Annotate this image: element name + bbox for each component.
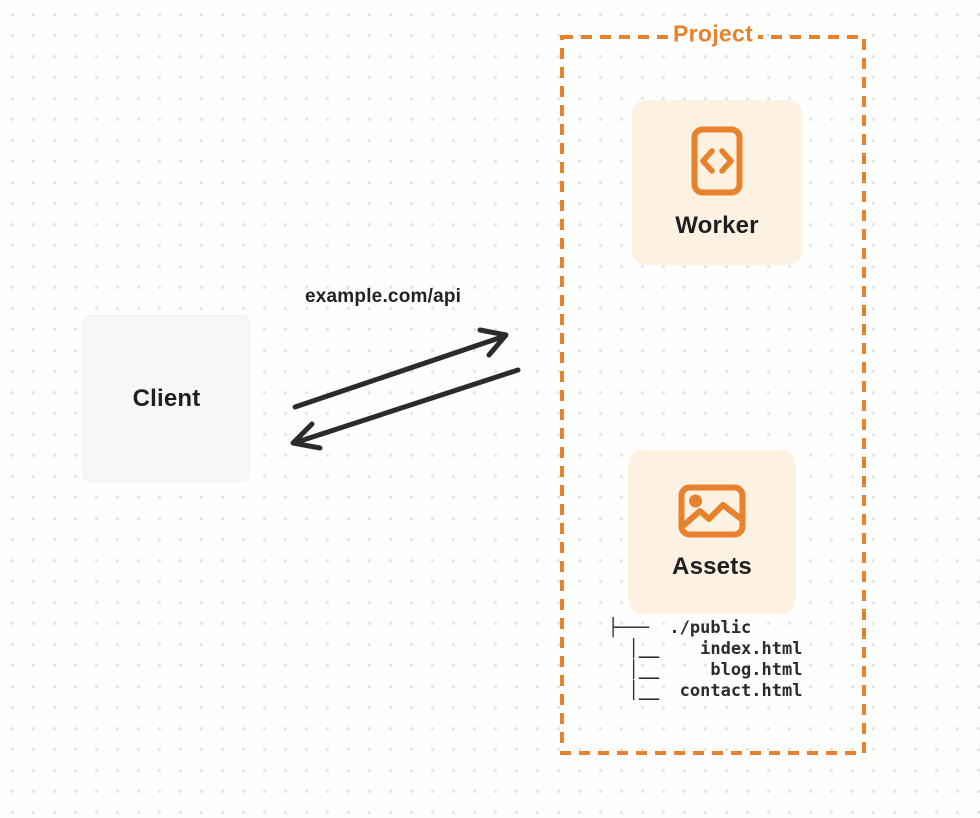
- assets-file-tree: ├─── ./public │__ index.html │__ blog.ht…: [608, 618, 802, 702]
- assets-label: Assets: [672, 552, 752, 580]
- client-label: Client: [132, 384, 201, 412]
- project-label: Project: [667, 20, 759, 48]
- file-tree-line: ├─── ./public: [608, 618, 752, 638]
- client-node: Client: [83, 315, 250, 482]
- image-icon: [678, 484, 746, 537]
- file-tree-line: │__ index.html: [608, 639, 803, 659]
- file-tree-line: │__ blog.html: [608, 660, 803, 680]
- request-url-label: example.com/api: [305, 286, 462, 307]
- assets-node: Assets: [628, 450, 796, 614]
- code-document-icon: [691, 126, 743, 195]
- worker-node: Worker: [632, 100, 802, 265]
- worker-label: Worker: [675, 211, 759, 239]
- file-tree-line: │__ contact.html: [608, 681, 803, 701]
